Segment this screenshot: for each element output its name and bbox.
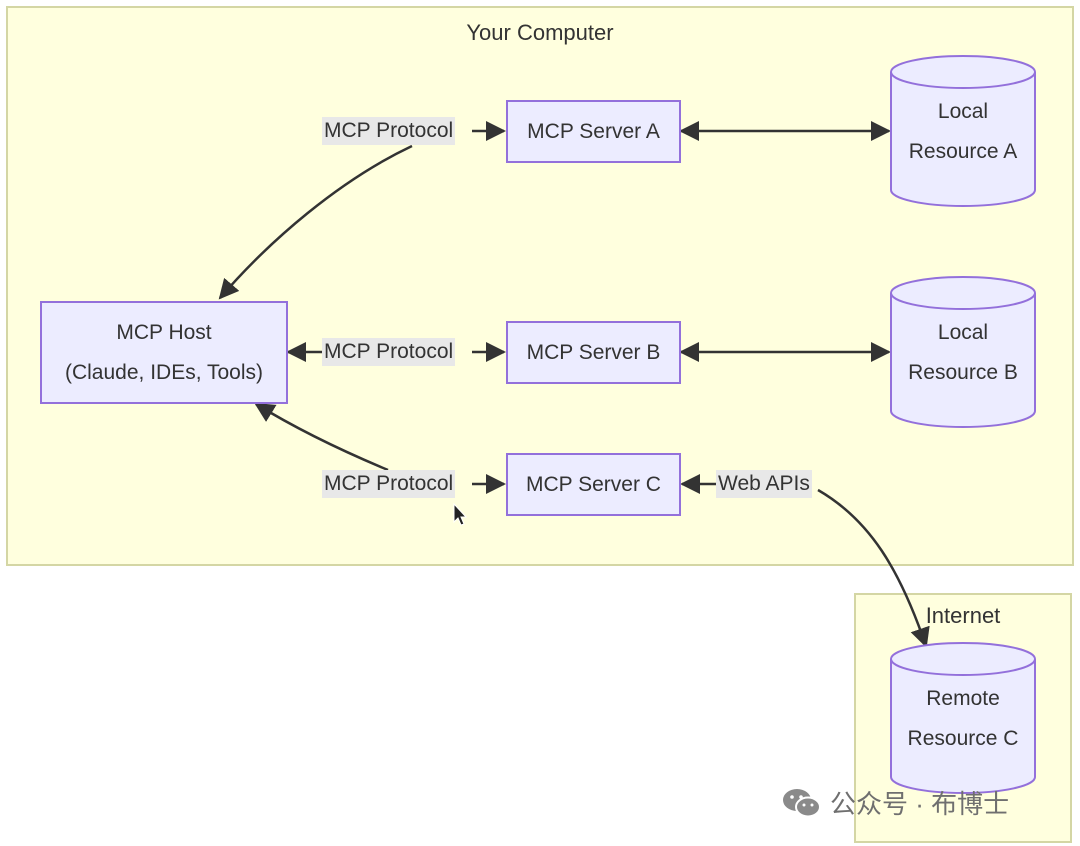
edge-label-web-apis: Web APIs: [716, 470, 812, 498]
node-mcp-host: MCP Host (Claude, IDEs, Tools): [40, 301, 288, 404]
watermark-text: 公众号 · 布博士: [830, 789, 1010, 819]
watermark: 公众号 · 布博士: [782, 784, 1009, 821]
node-mcp-host-line2: (Claude, IDEs, Tools): [64, 360, 264, 384]
cylinder-resource-b: [890, 276, 1036, 428]
resource-a-label: Local Resource A: [891, 92, 1035, 172]
resource-c-line2: Resource C: [907, 727, 1019, 750]
edge-label-protocol-a: MCP Protocol: [322, 117, 456, 145]
resource-b-line2: Resource B: [908, 361, 1018, 384]
edge-label-protocol-c: MCP Protocol: [322, 470, 456, 498]
node-mcp-server-b: MCP Server B: [506, 321, 681, 384]
node-mcp-server-c: MCP Server C: [506, 453, 681, 516]
resource-a-line2: Resource A: [908, 140, 1018, 163]
resource-a-line1: Local: [937, 100, 989, 123]
node-mcp-host-line1: MCP Host: [116, 320, 212, 344]
resource-b-label: Local Resource B: [891, 313, 1035, 393]
edge-web-apis-to-resource-c: [817, 488, 930, 648]
resource-c-line1: Remote: [926, 687, 1000, 710]
node-mcp-server-a-label: MCP Server A: [527, 119, 660, 143]
node-mcp-server-c-label: MCP Server C: [526, 472, 661, 496]
edge-protocol-c-to-host: [254, 402, 389, 472]
resource-b-line1: Local: [937, 321, 989, 344]
node-mcp-server-a: MCP Server A: [506, 100, 681, 163]
wechat-icon: [783, 788, 821, 817]
group-title-your-computer: Your Computer: [466, 20, 614, 45]
cylinder-resource-a: [890, 55, 1036, 207]
resource-c-label: Remote Resource C: [891, 679, 1035, 759]
edge-label-protocol-b: MCP Protocol: [322, 338, 456, 366]
edge-protocol-a-to-host: [218, 144, 413, 300]
node-mcp-server-b-label: MCP Server B: [526, 340, 661, 364]
mouse-cursor-icon: [453, 502, 468, 526]
cylinder-resource-c: [890, 642, 1036, 794]
group-title-internet: Internet: [925, 603, 1001, 628]
